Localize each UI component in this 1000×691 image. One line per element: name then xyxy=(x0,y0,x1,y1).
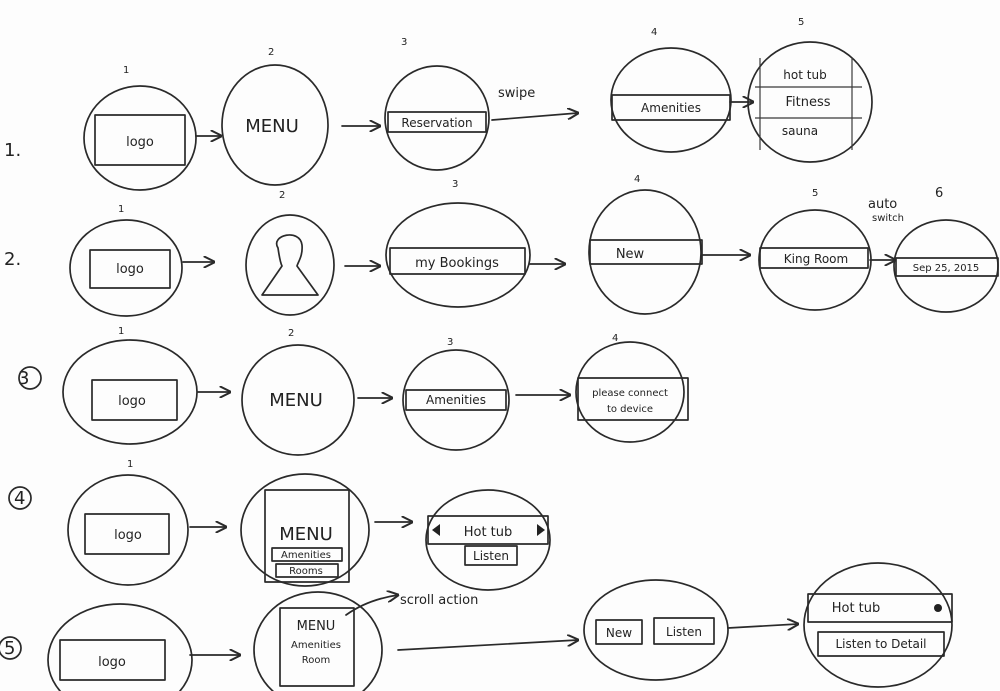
screen-number: 6 xyxy=(935,186,943,201)
flow-arrow xyxy=(727,624,798,628)
row-4-screen-3: Hot tub Listen xyxy=(425,489,551,591)
menu-label: MENU xyxy=(297,619,336,634)
listen-button[interactable] xyxy=(653,617,715,645)
logo-label: logo xyxy=(126,135,154,150)
screen-number: 1 xyxy=(118,204,124,215)
row-2-screen-2: 2 xyxy=(245,190,335,316)
connect-line-2: to device xyxy=(607,404,653,415)
row-2-screen-3: 3 my Bookings xyxy=(385,179,531,308)
row-3-screen-2: 2 MENU xyxy=(241,328,355,456)
amenities-label: Amenities xyxy=(426,393,486,407)
row-1-screen-2: 2 MENU xyxy=(221,47,329,186)
prev-arrow-icon[interactable] xyxy=(432,524,440,536)
menu-label: MENU xyxy=(279,524,333,545)
user-avatar-icon xyxy=(261,234,319,296)
logo-label: logo xyxy=(114,528,142,543)
row-1-number: 1. xyxy=(4,140,21,161)
scroll-action-annotation: scroll action xyxy=(400,593,478,608)
row-5-screen-3: New Listen xyxy=(583,579,729,681)
row-1-screen-3: 3 Reservation xyxy=(384,37,490,171)
menu-label: MENU xyxy=(269,390,323,411)
scroll-arrow xyxy=(345,595,398,616)
screen-number: 2 xyxy=(279,190,285,201)
screen-number: 2 xyxy=(268,47,274,58)
row-1-screen-1: 1 logo xyxy=(83,65,197,191)
swipe-annotation: swipe xyxy=(498,86,535,101)
hot-tub-label: Hot tub xyxy=(464,525,513,540)
logo-label: logo xyxy=(116,262,144,277)
swipe-arrow xyxy=(491,113,578,121)
screen-number: 1 xyxy=(123,65,129,76)
row-2-screen-6: 6 Sep 25, 2015 xyxy=(893,186,999,313)
screen-number: 3 xyxy=(447,337,453,348)
screen-number: 4 xyxy=(612,333,618,344)
new-label: New xyxy=(616,247,645,262)
new-button-label: New xyxy=(606,626,632,640)
listen-to-detail-button[interactable] xyxy=(817,631,945,657)
row-3-screen-4: 4 please connect to device xyxy=(575,333,689,443)
row-4-number: 4 xyxy=(14,488,25,509)
fitness-item: Fitness xyxy=(785,95,830,110)
row-5-screen-1: logo xyxy=(47,603,193,691)
screen-number: 3 xyxy=(452,179,458,190)
amenities-item: Amenities xyxy=(281,550,331,561)
row-2-screen-4: 4 New xyxy=(588,174,703,315)
row-1-screen-4: 4 Amenities xyxy=(610,27,732,153)
new-button[interactable] xyxy=(595,619,643,645)
row-3-number: 3 xyxy=(18,368,29,389)
screen-number: 1 xyxy=(127,459,133,470)
logo-label: logo xyxy=(118,394,146,409)
amenities-label: Amenities xyxy=(641,101,701,115)
screen-number: 5 xyxy=(812,188,818,199)
reservation-label: Reservation xyxy=(401,116,472,130)
screen-number: 4 xyxy=(634,174,640,185)
logo-label: logo xyxy=(98,655,126,670)
row-4-screen-2: MENU Amenities Rooms xyxy=(240,473,370,587)
listen-to-detail-label: Listen to Detail xyxy=(836,637,927,651)
king-room-label: King Room xyxy=(784,252,848,266)
row-2-screen-1: 1 logo xyxy=(69,204,183,317)
row-2-screen-5: 5 King Room xyxy=(758,188,872,311)
rooms-item: Rooms xyxy=(289,566,323,577)
hot-tub-item: hot tub xyxy=(783,68,826,82)
listen-button[interactable] xyxy=(464,545,518,566)
row-4-screen-1: 1 logo xyxy=(67,459,189,586)
flow-arrow xyxy=(397,640,578,651)
row-1-screen-5: 5 hot tub Fitness sauna xyxy=(747,17,873,163)
row-5-screen-4: Hot tub Listen to Detail xyxy=(803,562,953,688)
row-3-screen-1: 1 logo xyxy=(62,326,198,445)
screen-number: 4 xyxy=(651,27,657,38)
connect-line-1: please connect xyxy=(592,388,668,399)
date-label: Sep 25, 2015 xyxy=(913,263,980,274)
screen-number: 3 xyxy=(401,37,407,48)
hot-tub-label: Hot tub xyxy=(832,601,881,616)
row-3-screen-3: 3 Amenities xyxy=(402,337,510,451)
auto-switch-annotation-line1: auto xyxy=(868,197,897,212)
row-5-number: 5 xyxy=(4,638,15,659)
screen-number: 1 xyxy=(118,326,124,337)
menu-label: MENU xyxy=(245,116,299,137)
listen-button-label: Listen xyxy=(666,625,702,639)
listen-button-label: Listen xyxy=(473,549,509,563)
room-item: Room xyxy=(302,655,330,666)
row-2-number: 2. xyxy=(4,249,21,270)
screen-number: 2 xyxy=(288,328,294,339)
sauna-item: sauna xyxy=(782,124,818,138)
amenities-item: Amenities xyxy=(291,640,341,651)
auto-switch-annotation-line2: switch xyxy=(872,213,904,224)
my-bookings-label: my Bookings xyxy=(415,256,499,271)
next-arrow-icon[interactable] xyxy=(537,524,545,536)
sound-icon[interactable] xyxy=(934,604,942,612)
row-5-screen-2: MENU Amenities Room xyxy=(253,591,383,691)
screen-number: 5 xyxy=(798,17,804,28)
